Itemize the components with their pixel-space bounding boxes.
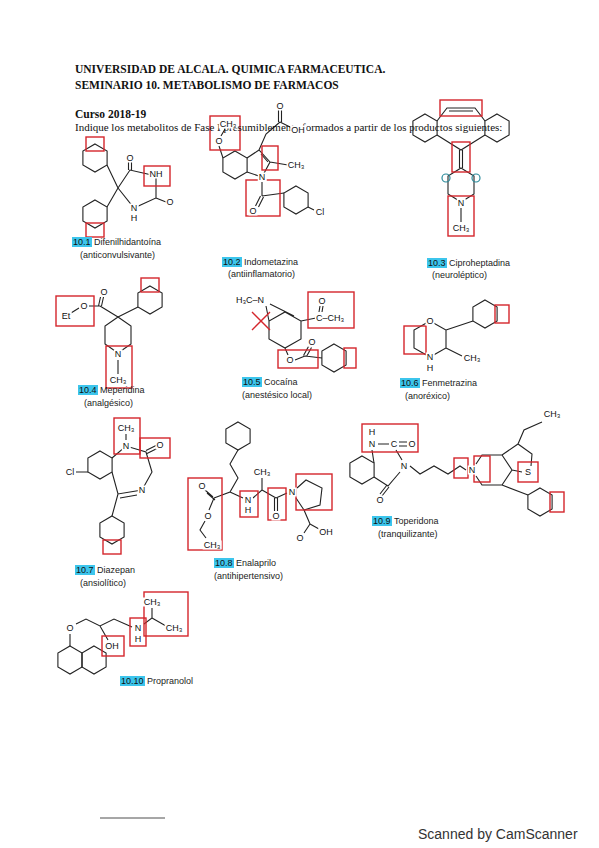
compound-number: 10.1 [72, 237, 92, 247]
compound-name: (anestésico local) [242, 390, 312, 400]
atom-label: H [426, 364, 435, 373]
compound-name: (analgésico) [84, 398, 133, 408]
atom-label: N [134, 624, 143, 633]
atom-label: CH₃ [463, 354, 482, 363]
compound-name: (anticonvulsivante) [80, 250, 155, 260]
compound-name: (tranquilizante) [378, 529, 438, 539]
atom-label: CH₃ [109, 376, 128, 385]
atom-label: Cl [65, 468, 76, 477]
atom-label: O [125, 154, 134, 163]
atom-label: OH [104, 642, 120, 651]
compound-name: Ciproheptadina [449, 258, 510, 268]
atom-label: CH₃ [117, 424, 136, 433]
compound-name: Meperidina [100, 385, 145, 395]
atom-label: CH₃ [165, 624, 184, 633]
atom-label: O [375, 496, 384, 505]
atom-label: O [295, 534, 304, 543]
blue-marks [442, 174, 480, 182]
atom-label: S [524, 468, 532, 477]
compound-number: 10.7 [75, 565, 95, 575]
atom-label: O [271, 512, 280, 521]
heading: SEMINARIO 10. METABOLISMO DE FARMACOS [75, 79, 339, 91]
atom-label: OH [318, 528, 334, 537]
red-annotations [56, 100, 564, 656]
atom-label: N [258, 173, 267, 182]
compound-name: Enalaprilo [236, 558, 276, 568]
compound-name: Cocaína [264, 377, 298, 387]
atom-label: CH₃ [143, 598, 162, 607]
atom-label: O [79, 302, 88, 311]
atom-label: O [285, 356, 294, 365]
atom-label: O [248, 207, 257, 216]
atom-label: O [203, 512, 212, 521]
compound-number: 10.5 [242, 377, 262, 387]
atom-label: H [134, 635, 143, 644]
heading: Curso 2018-19 [75, 108, 146, 120]
atom-label: H₃C–N [235, 296, 265, 305]
compound-name: Toperidona [394, 516, 439, 526]
atom-label: Et [61, 312, 72, 321]
atom-label: H [244, 506, 253, 515]
atom-label: Cl [315, 208, 326, 217]
compound-name: Diazepan [97, 565, 135, 575]
atom-label: O [317, 297, 326, 306]
atom-label: CH₃ [452, 224, 471, 233]
atom-label: N [130, 204, 139, 213]
atom-label: O [407, 440, 416, 449]
compound-number: 10.3 [427, 258, 447, 268]
compound-name: Fenmetrazina [422, 378, 477, 388]
compound-name: Difenilhidantoína [94, 237, 161, 247]
compound-name: Indometazina [244, 257, 298, 267]
compound-number: 10.9 [372, 516, 392, 526]
atom-label: H [368, 428, 377, 437]
atom-label: N [138, 486, 147, 495]
atom-label: C [390, 440, 399, 449]
atom-label: N [122, 442, 131, 451]
atom-label: O [197, 482, 206, 491]
atom-label: O [155, 441, 164, 450]
watermark: Scanned by CamScanner [418, 826, 578, 842]
atom-label: N [244, 496, 253, 505]
bonds [58, 108, 552, 818]
atom-label: O [165, 198, 174, 207]
atom-label: CH₃ [203, 541, 222, 550]
atom-label: OH [290, 126, 306, 135]
atom-label: N [400, 462, 409, 471]
compound-number: 10.8 [214, 558, 234, 568]
compound-number: 10.2 [222, 257, 242, 267]
atom-label: CH₃ [253, 468, 272, 477]
atom-label: O [99, 288, 108, 297]
atom-label: O [307, 338, 316, 347]
compound-name: (antihipertensivo) [214, 571, 283, 581]
atom-label: C–CH₃ [315, 314, 345, 323]
atom-label: CH₃ [287, 161, 306, 170]
compound-number: 10.6 [400, 378, 420, 388]
atom-label: N [468, 466, 477, 475]
atom-label: H [130, 214, 139, 223]
atom-label: CH₃ [219, 120, 238, 129]
atom-label: CH₃ [543, 410, 562, 419]
compound-number: 10.10 [120, 676, 145, 686]
atom-label: NH [149, 170, 164, 179]
atom-label: O [65, 624, 74, 633]
atom-label: N [288, 488, 297, 497]
atom-label: O [425, 317, 434, 326]
compound-name: (anoréxico) [405, 391, 450, 401]
compound-name: (ansiolítico) [80, 578, 126, 588]
atom-label: N [426, 353, 435, 362]
compound-name: (neuroléptico) [432, 270, 487, 280]
atom-label: N [457, 199, 466, 208]
compound-name: Propranolol [147, 676, 193, 686]
page-title: UNIVERSIDAD DE ALCALA. QUIMICA FARMACEUT… [75, 63, 385, 75]
atom-label: O [214, 137, 223, 146]
compound-name: (antiinflamatorio) [228, 269, 295, 279]
atom-label: N [368, 440, 377, 449]
compound-number: 10.4 [78, 385, 98, 395]
atom-label: N [114, 350, 123, 359]
atom-label: O [275, 102, 284, 111]
